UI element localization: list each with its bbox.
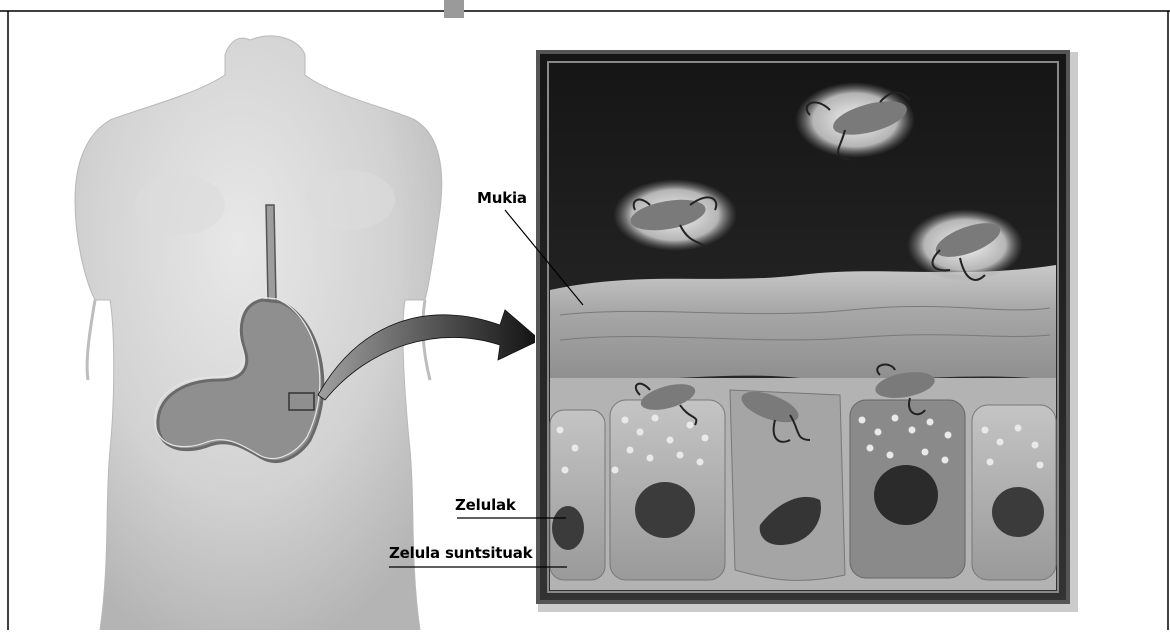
nucleus: [552, 506, 584, 550]
nucleus: [635, 482, 695, 538]
nucleus: [874, 465, 938, 525]
mucus-layer: [550, 265, 1056, 381]
cell: [550, 410, 605, 580]
label-destroyed-cells: Zelula suntsituak: [389, 544, 532, 562]
top-tab: [444, 0, 464, 18]
nucleus: [992, 487, 1044, 537]
label-mucus: Mukia: [477, 189, 527, 207]
microscopic-inset: [535, 50, 1078, 612]
label-cells: Zelulak: [455, 496, 516, 514]
bacterium-icon: [907, 209, 1023, 281]
bacterium-icon: [613, 179, 737, 251]
